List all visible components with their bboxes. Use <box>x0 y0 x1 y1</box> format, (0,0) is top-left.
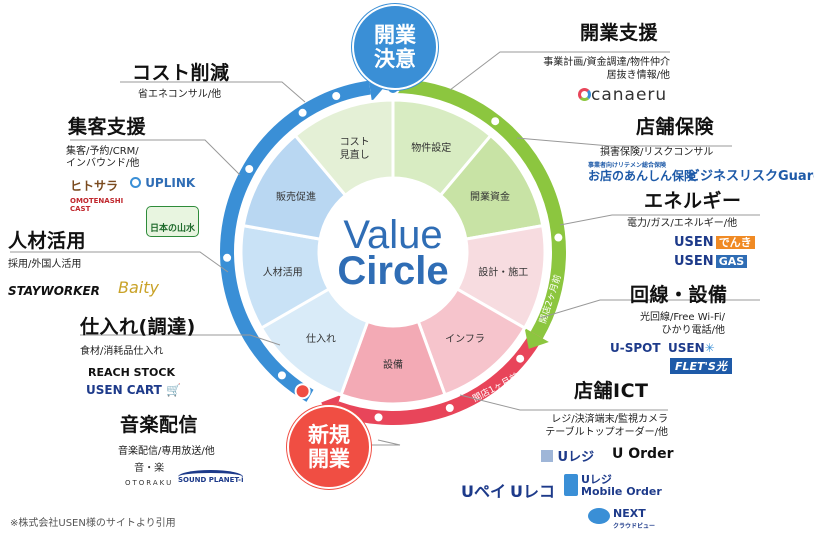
center-text-circle: Circle <box>337 249 448 293</box>
open-line1: 新規 <box>308 423 350 447</box>
desc-kaigyo-2: 居抜き情報/他 <box>606 70 670 81</box>
ring-arc-green <box>392 79 566 339</box>
segment-label-kaigyo-shikin: 開業資金 <box>470 190 510 203</box>
segment-label-infra: インフラ <box>445 333 485 345</box>
desc-procurement: 食材/消耗品仕入れ <box>80 346 164 357</box>
ring-node-0 <box>489 115 502 128</box>
segment-label-shiire: 仕入れ <box>306 332 336 345</box>
ring-node-9 <box>330 90 343 103</box>
ring-node-1 <box>552 231 565 244</box>
ring-arc-blue <box>220 80 371 402</box>
logo-flets: FLET'S光 <box>670 358 732 374</box>
desc-hr: 採用/外国人活用 <box>8 259 82 270</box>
desc-line-2: ひかり電話/他 <box>661 325 725 336</box>
logo-uregi: Uレジ <box>541 446 594 465</box>
cart-icon: 🛒 <box>165 383 181 397</box>
ring-nodes <box>221 81 565 424</box>
desc-attract-2: インバウンド/他 <box>66 158 140 169</box>
open-milestone-bubble: 新規 開業 <box>287 405 371 489</box>
logo-upay: Uペイ <box>461 482 506 501</box>
logo-canaeru: canaeru <box>578 85 667 105</box>
ring-node-6 <box>221 251 234 264</box>
desc-cost: 省エネコンサル/他 <box>138 89 222 100</box>
logo-hitosara: ヒトサラ <box>70 179 119 193</box>
center-text-value: Value <box>343 213 442 257</box>
open-marker-dot <box>294 383 311 400</box>
segment-label-cost-line2: 見直し <box>340 148 370 161</box>
canaeru-icon <box>578 88 591 101</box>
cloud-icon <box>588 508 610 524</box>
uplink-icon <box>130 177 141 188</box>
logo-usen-cart: USEN CART 🛒 <box>86 383 181 397</box>
logo-uplink: UPLINK <box>130 176 195 190</box>
ring-arrow-green <box>524 328 549 349</box>
logo-uorder: U Order <box>612 446 674 462</box>
heading-human-resources: 人材活用 <box>8 230 87 252</box>
uregi-icon <box>541 450 553 462</box>
heading-procurement: 仕入れ(調達) <box>80 316 196 338</box>
heading-line-equipment: 回線・設備 <box>630 284 728 306</box>
ring-node-7 <box>243 163 256 175</box>
heading-store-ict: 店舗ICT <box>574 380 649 402</box>
desc-line-1: 光回線/Free Wi-Fi/ <box>640 312 725 323</box>
logo-sound-planet: SOUND PLANET-i <box>178 470 244 484</box>
heading-insurance: 店舗保険 <box>636 116 715 138</box>
heading-cost-reduction: コスト削減 <box>132 62 230 84</box>
desc-energy: 電力/ガス/エネルギー/他 <box>627 218 738 229</box>
desc-ict-1: レジ/決済端末/監視カメラ <box>551 414 668 425</box>
heading-energy: エネルギー <box>644 190 742 212</box>
logo-usen-star: USEN✳ <box>668 341 715 355</box>
logo-nihon-sansui: 日本の山水 <box>146 206 200 237</box>
logo-ureco: Uレコ <box>510 482 555 501</box>
leader-lines <box>10 51 760 446</box>
logo-baity: Baity <box>118 278 159 297</box>
segment-label-sekkei-seko: 設計・施工 <box>478 265 528 278</box>
segment-label-bukken: 物件設定 <box>411 141 451 154</box>
heading-attract-customers: 集客支援 <box>68 116 147 138</box>
start-line1: 開業 <box>374 23 416 47</box>
segment-label-hanbai: 販売促進 <box>276 190 316 203</box>
logo-uspot: U-SPOT <box>610 341 661 355</box>
desc-ict-2: テーブルトップオーダー/他 <box>545 427 668 438</box>
ring-node-8 <box>296 106 309 119</box>
logo-stayworker: STAYWORKER <box>8 284 100 298</box>
open-line2: 開業 <box>308 447 350 471</box>
ring-node-3 <box>443 401 456 414</box>
ring-node-2 <box>514 352 527 365</box>
logo-insurance-a: お店のあんしん保険 <box>588 169 697 183</box>
ring-node-4 <box>372 411 385 424</box>
center-disk <box>319 178 467 326</box>
desc-insurance: 損害保険/リスクコンサル <box>600 147 714 158</box>
segment-label-setsubi: 設備 <box>383 358 403 371</box>
mobile-icon <box>564 474 578 496</box>
heading-kaigyo-shien: 開業支援 <box>580 22 659 44</box>
ring-node-5 <box>275 369 288 382</box>
heading-music: 音楽配信 <box>120 414 199 436</box>
segment-label-jinzai: 人材活用 <box>263 265 303 278</box>
logo-insurance-b: ビジネスリスクGuard <box>687 169 814 184</box>
star-icon: ✳ <box>704 341 715 355</box>
logo-insurance-small: 事業者向けリテメン総合保険 <box>588 162 667 169</box>
start-milestone-bubble: 開業 決意 <box>352 4 438 90</box>
desc-attract-1: 集客/予約/CRM/ <box>66 146 139 157</box>
start-line2: 決意 <box>374 47 416 71</box>
desc-music: 音楽配信/専用放送/他 <box>118 446 215 457</box>
footnote: ※株式会社USEN様のサイトより引用 <box>10 518 176 529</box>
desc-kaigyo-1: 事業計画/資金調達/物件仲介 <box>543 57 670 68</box>
logo-reach-stock: REACH STOCK <box>88 366 175 379</box>
segment-label-cost-line1: コスト <box>340 137 370 148</box>
